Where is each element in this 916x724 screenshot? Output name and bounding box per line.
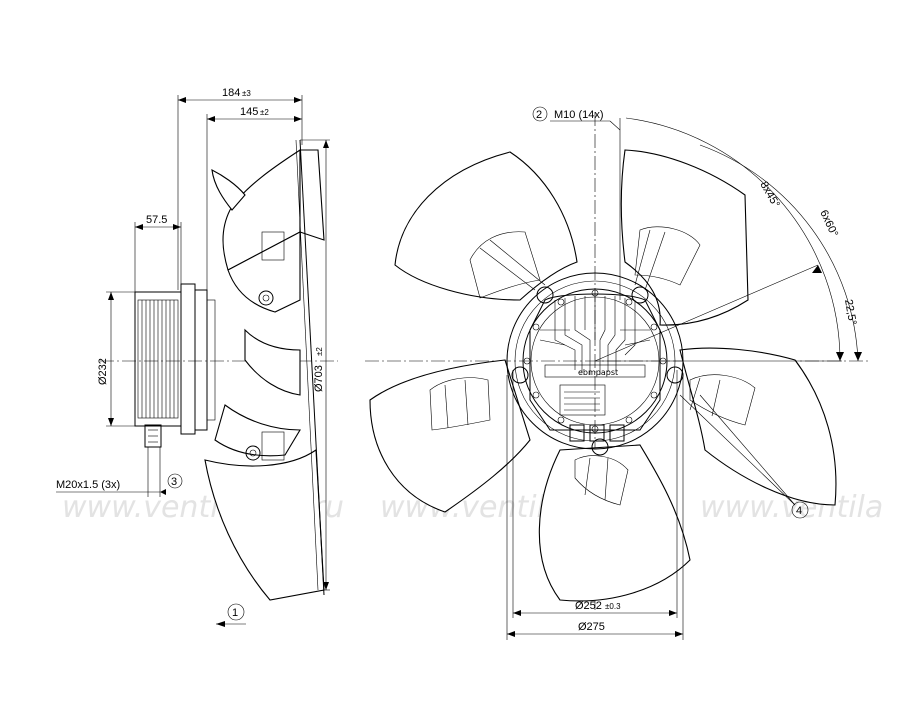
callout-4: 4	[796, 505, 802, 517]
motor-electronics: ebmpapst	[529, 293, 661, 442]
motor-body	[134, 283, 216, 448]
blade	[679, 347, 837, 506]
mount-hole	[532, 391, 540, 399]
flange-callout: 4	[679, 394, 809, 519]
mount-hole	[557, 416, 565, 424]
dimension-flange-diameter: Ø275	[506, 375, 684, 640]
blade-ribs	[429, 226, 756, 506]
mount-hole	[591, 425, 599, 433]
airflow-marker: 1	[216, 603, 246, 627]
blade	[394, 151, 578, 301]
mount-hole	[625, 298, 633, 306]
dim-703-tolerance: ±2	[315, 347, 324, 356]
blade	[620, 149, 749, 326]
dim-184-tolerance: ±3	[242, 89, 251, 98]
cable-gland	[144, 424, 162, 448]
side-view: 184 ±3 145 ±2 57.5 Ø232	[56, 87, 338, 627]
dimension-motor-offset: 57.5	[134, 214, 182, 292]
callout-2: 2	[536, 109, 542, 121]
callout-3: 3	[171, 476, 177, 488]
dim-57-5-value: 57.5	[146, 214, 167, 226]
blade-profile	[204, 139, 325, 601]
watermark-layer: www.ventilatory.ru www.ventilatory.ru ww…	[62, 490, 883, 525]
mounting-thread-label: M10 (14x)	[554, 109, 604, 121]
mount-hole	[625, 416, 633, 424]
cable-gland-callout: M20x1.5 (3x) 3	[56, 447, 183, 497]
blade	[369, 359, 531, 513]
front-view: ebmpapst 2 M10 (14x)	[365, 106, 868, 640]
dimension-hole-circle: Ø252 ±0.3	[512, 370, 678, 618]
dim-145-tolerance: ±2	[260, 108, 269, 117]
dimension-motor-diameter: Ø232	[97, 291, 135, 427]
mounting-thread-callout: 2 M10 (14x)	[532, 106, 621, 300]
mount-hole	[650, 323, 658, 331]
blade	[538, 444, 691, 602]
impeller-blades	[369, 149, 837, 602]
callout-circle	[167, 473, 183, 489]
angle-8x45: 8x45°	[757, 180, 782, 210]
dim-703-value: Ø703	[313, 365, 325, 392]
dimension-fan-diameter: Ø703 ±2	[300, 139, 330, 591]
dim-252-tolerance: ±0.3	[605, 602, 621, 611]
angle-6x60: 6x60°	[817, 208, 840, 239]
dimension-overall-length: 184 ±3	[177, 87, 303, 290]
angle-22-5: 22,5°	[842, 298, 858, 326]
callout-1: 1	[232, 607, 238, 619]
dim-275-value: Ø275	[578, 621, 605, 633]
mount-hole	[557, 298, 565, 306]
dim-252-value: Ø252	[575, 600, 602, 612]
dim-184-value: 184	[222, 87, 240, 99]
dim-232-value: Ø232	[97, 358, 109, 385]
dimension-blade-depth: 145 ±2	[206, 106, 302, 290]
brand-label: ebmpapst	[578, 368, 618, 377]
mount-hole	[532, 323, 540, 331]
dim-145-value: 145	[240, 106, 258, 118]
cable-gland-label: M20x1.5 (3x)	[56, 479, 120, 491]
mount-hole	[650, 391, 658, 399]
